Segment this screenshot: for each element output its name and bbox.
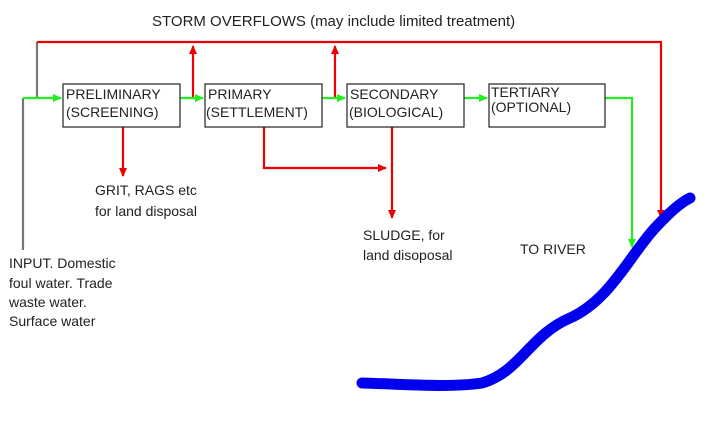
river: [356, 192, 696, 391]
svg-text:(SCREENING): (SCREENING): [66, 104, 159, 120]
river-label: TO RIVER: [520, 241, 586, 257]
svg-text:TERTIARY: TERTIARY: [491, 84, 560, 100]
svg-text:PRIMARY: PRIMARY: [208, 86, 272, 102]
svg-text:SECONDARY: SECONDARY: [350, 86, 439, 102]
stage-secondary: SECONDARY (BIOLOGICAL): [346, 83, 465, 128]
svg-text:PRELIMINARY: PRELIMINARY: [66, 86, 161, 102]
svg-text:(BIOLOGICAL): (BIOLOGICAL): [349, 104, 443, 120]
flow-arrow-river: [605, 96, 636, 248]
sludge-label-2: land disoposal: [363, 247, 453, 263]
sludge-label-1: SLUDGE, for: [363, 227, 445, 243]
stage-preliminary: PRELIMINARY (SCREENING): [62, 83, 181, 128]
svg-text:(SETTLEMENT): (SETTLEMENT): [206, 104, 308, 120]
input-label-1: INPUT. Domestic: [9, 255, 116, 271]
grit-label-2: for land disposal: [95, 203, 197, 219]
svg-text:(OPTIONAL): (OPTIONAL): [491, 99, 571, 115]
input-label-2: foul water. Trade: [9, 275, 113, 291]
input-label-4: Surface water: [9, 313, 96, 329]
stage-tertiary: TERTIARY (OPTIONAL): [488, 83, 606, 128]
input-label-3: waste water.: [8, 294, 87, 310]
storm-overflows-title: STORM OVERFLOWS (may include limited tre…: [152, 13, 515, 30]
storm-overflow-line: [37, 40, 665, 219]
grit-label-1: GRIT, RAGS etc: [95, 182, 197, 198]
stage-primary: PRIMARY (SETTLEMENT): [204, 83, 323, 128]
primary-sludge-arrow: [262, 127, 387, 172]
